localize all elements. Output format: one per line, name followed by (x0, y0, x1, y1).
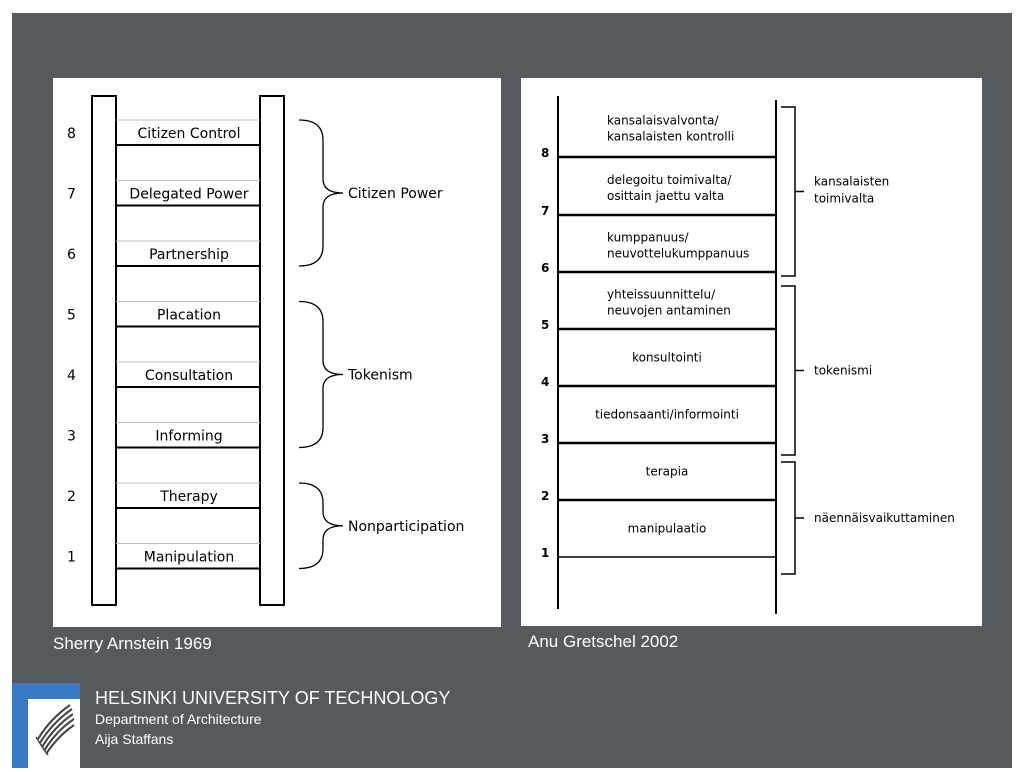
group-brace (298, 119, 344, 267)
rung-label: Informing (155, 429, 222, 445)
university-name: HELSINKI UNIVERSITY OF TECHNOLOGY (95, 688, 451, 708)
level-label-line: kansalaisvalvonta/ (607, 114, 719, 128)
level-number: 7 (541, 204, 549, 218)
gretschel-caption: Anu Gretschel 2002 (528, 632, 679, 651)
ladder-left-rail (91, 95, 117, 606)
level-label-line: yhteissuunnittelu/ (607, 288, 716, 302)
footer-text: HELSINKI UNIVERSITY OF TECHNOLOGY Depart… (95, 687, 450, 749)
level-label-line: manipulaatio (628, 522, 707, 536)
level-number: 2 (541, 489, 549, 503)
level-number: 5 (541, 318, 549, 332)
group-label-line: kansalaisten (814, 175, 889, 189)
rung-label: Manipulation (144, 550, 234, 566)
level-label-line: tiedonsaanti/informointi (595, 408, 739, 422)
group-label: Citizen Power (348, 186, 443, 202)
level-number: 4 (541, 375, 549, 389)
slide-background: 8 Citizen Control 7 Delegated Power 6 Partner… (12, 13, 1012, 768)
wing-icon (35, 704, 75, 756)
level-number: 3 (541, 432, 549, 446)
level-label-line: kansalaisten kontrolli (607, 130, 734, 144)
level-label-line: terapia (646, 465, 689, 479)
level-label-line: konsultointi (632, 351, 702, 365)
group-label-line: tokenismi (814, 364, 872, 378)
level-number: 1 (541, 546, 549, 560)
arnstein-ladder-diagram: 8 Citizen Control 7 Delegated Power 6 Partner… (67, 95, 464, 606)
group-bracket (781, 106, 796, 277)
rung-number: 2 (67, 489, 76, 505)
level-label-line: neuvottelukumppanuus (607, 247, 749, 261)
rung-number: 8 (67, 126, 76, 142)
group-label: Nonparticipation (348, 519, 464, 535)
rung-label: Partnership (149, 247, 229, 263)
rung-number: 3 (67, 429, 76, 445)
group-label: Tokenism (347, 368, 413, 384)
arnstein-caption: Sherry Arnstein 1969 (53, 634, 212, 653)
rung-number: 6 (67, 247, 76, 263)
gretschel-ladder-panel: 8 kansalaisvalvonta/kansalaisten kontroll… (521, 78, 982, 626)
rung-number: 5 (67, 308, 76, 324)
rung-label: Delegated Power (129, 187, 248, 203)
rung-label: Therapy (159, 489, 218, 505)
level-number: 8 (541, 146, 549, 160)
arnstein-ladder-panel: 8 Citizen Control 7 Delegated Power 6 Partner… (53, 78, 501, 627)
logo-emblem (28, 699, 80, 768)
department-name: Department of Architecture (95, 711, 262, 727)
rung-label: Citizen Control (138, 126, 241, 142)
group-brace (298, 482, 344, 570)
author-name: Aija Staffans (95, 731, 174, 747)
group-label-line: näennäisvaikuttaminen (814, 511, 955, 525)
level-label-line: neuvojen antaminen (607, 304, 731, 318)
rung-number: 4 (67, 368, 76, 384)
group-bracket (781, 461, 796, 575)
group-brace (298, 300, 344, 449)
level-number: 6 (541, 261, 549, 275)
university-logo (12, 683, 80, 768)
level-label-line: delegoitu toimivalta/ (607, 173, 732, 187)
rung-number: 7 (67, 187, 76, 203)
group-bracket (781, 285, 796, 456)
rung-label: Placation (157, 308, 221, 324)
level-label-line: osittain jaettu valta (607, 189, 724, 203)
level-label-line: kumppanuus/ (607, 231, 690, 245)
gretschel-ladder-diagram: 8 kansalaisvalvonta/kansalaisten kontroll… (541, 96, 955, 614)
rung-number: 1 (67, 550, 76, 566)
group-label-line: toimivalta (814, 192, 874, 206)
rung-label: Consultation (145, 368, 233, 384)
ladder-right-rail (259, 95, 285, 606)
